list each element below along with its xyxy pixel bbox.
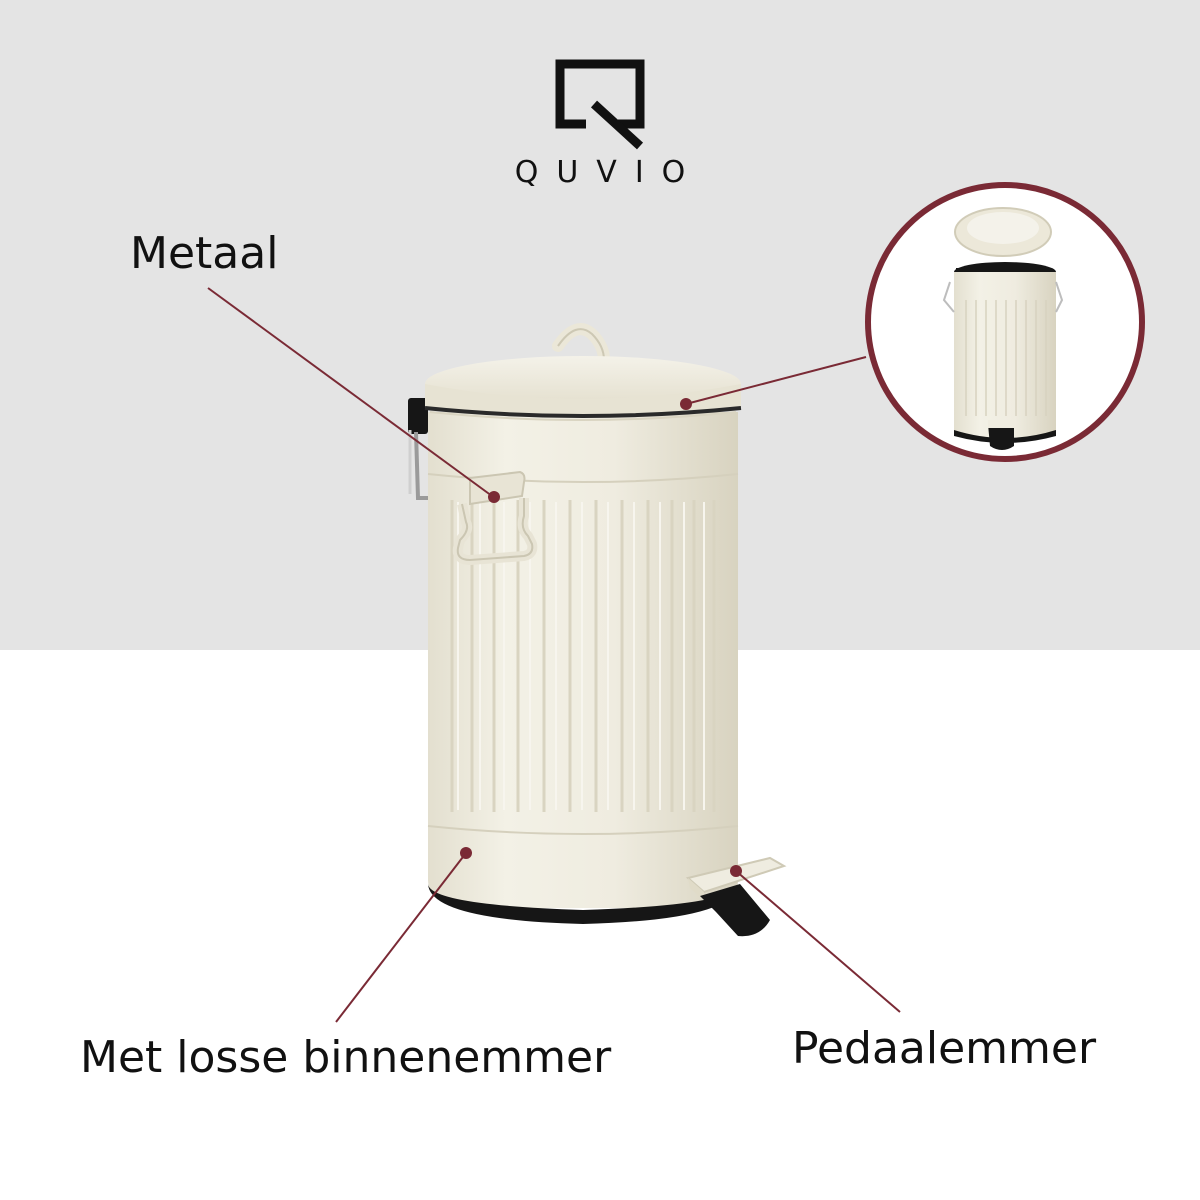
brand-logo: QUVIO bbox=[490, 52, 710, 202]
label-inner-bucket: Met losse binnenemmer bbox=[80, 1032, 612, 1083]
bin-lid bbox=[424, 323, 742, 421]
callout-inset bbox=[680, 356, 867, 410]
q-logo-icon bbox=[555, 59, 645, 150]
callout-inner-bucket bbox=[335, 847, 472, 1023]
side-handle bbox=[452, 470, 538, 565]
callout-material bbox=[207, 287, 500, 503]
label-material: Metaal bbox=[130, 228, 279, 279]
callout-pedal bbox=[730, 865, 901, 1013]
hinge-icon bbox=[408, 398, 430, 500]
brand-name: QUVIO bbox=[514, 155, 704, 190]
inset-open-bin bbox=[865, 182, 1145, 462]
label-pedal-bin: Pedaalemmer bbox=[792, 1023, 1097, 1074]
bin-body bbox=[427, 412, 739, 924]
